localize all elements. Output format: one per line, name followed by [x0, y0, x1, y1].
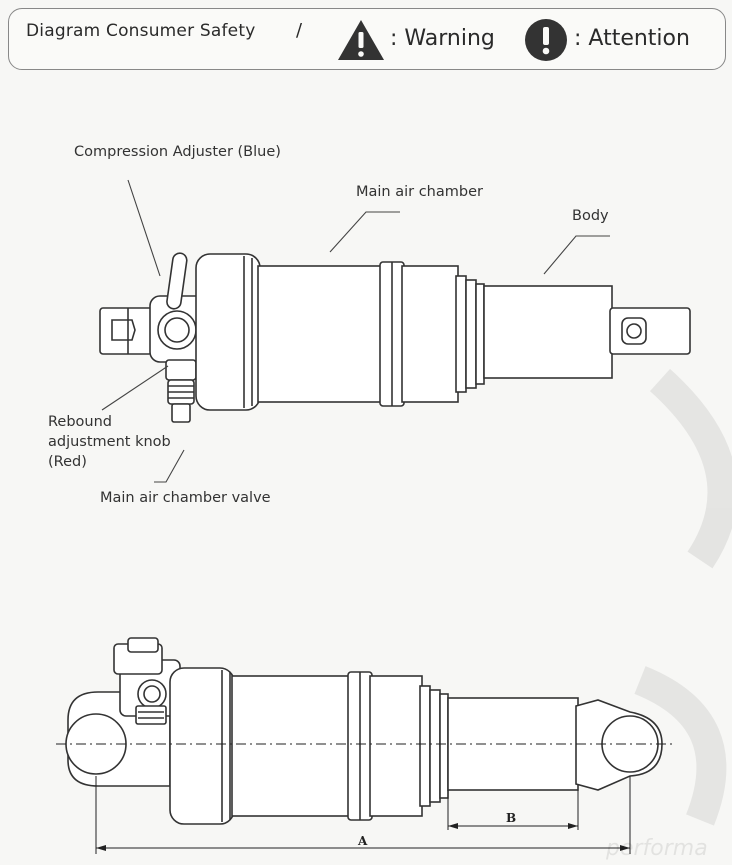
attention-circle-icon: [525, 19, 567, 61]
side-view-shock: [65, 637, 663, 825]
rebound-knob-label-line1: Rebound: [48, 414, 113, 430]
compression-adjuster-label: Compression Adjuster (Blue): [74, 144, 281, 160]
legend-title: Diagram Consumer Safety: [26, 21, 256, 41]
main-air-chamber-valve-label: Main air chamber valve: [100, 490, 271, 506]
watermark-text: performa: [606, 836, 708, 861]
rebound-knob-label-line3: (Red): [48, 454, 87, 470]
body-label: Body: [572, 208, 609, 224]
warning-label: : Warning: [390, 26, 495, 51]
top-view-shock: [99, 252, 691, 423]
top-view-leaders: [101, 179, 610, 483]
warning-triangle-icon: [338, 20, 384, 60]
watermark-logo: [634, 368, 732, 826]
main-air-chamber-label: Main air chamber: [356, 184, 483, 200]
attention-label: : Attention: [574, 26, 690, 51]
legend-separator: /: [296, 20, 303, 41]
dimension-a-label: A: [358, 834, 368, 848]
dimension-lines: [95, 776, 631, 854]
rebound-knob-label-line2: adjustment knob: [48, 434, 171, 450]
dimension-arrows: [96, 823, 630, 851]
dimension-b-label: B: [506, 811, 517, 825]
